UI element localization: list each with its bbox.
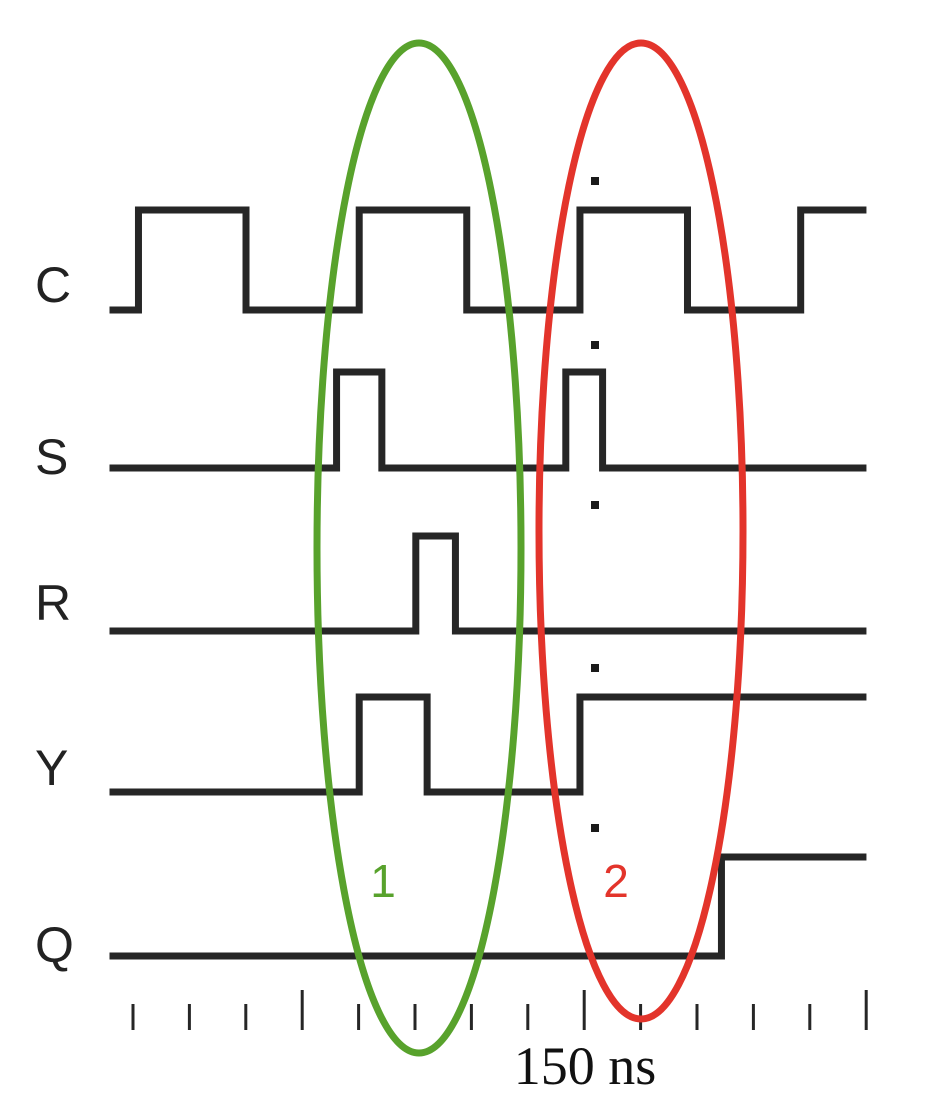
- time-marker-dots: [591, 177, 599, 832]
- waveform-y: [109, 693, 867, 796]
- waveform-q: [109, 853, 867, 960]
- signal-label-q: Q: [35, 917, 74, 973]
- marker-dot: [591, 824, 599, 832]
- signal-label-c: C: [35, 257, 71, 313]
- marker-dot: [591, 501, 599, 509]
- time-axis-ticks: [131, 990, 868, 1030]
- group-1-ellipse: [313, 39, 525, 1057]
- group-2-label: 2: [603, 855, 629, 907]
- waveform-c: [109, 206, 867, 314]
- waveform-traces: [109, 206, 867, 960]
- marker-dot: [591, 177, 599, 185]
- marker-dot: [591, 341, 599, 349]
- time-label: 150 ns: [514, 1036, 657, 1096]
- group-1-label: 1: [370, 855, 396, 907]
- signal-label-s: S: [35, 429, 68, 485]
- waveform-r: [109, 532, 867, 635]
- marker-dot: [591, 664, 599, 672]
- group-2-ellipse: [535, 39, 747, 1023]
- signal-label-r: R: [35, 575, 71, 631]
- signal-label-y: Y: [35, 740, 68, 796]
- waveform-s: [109, 368, 867, 472]
